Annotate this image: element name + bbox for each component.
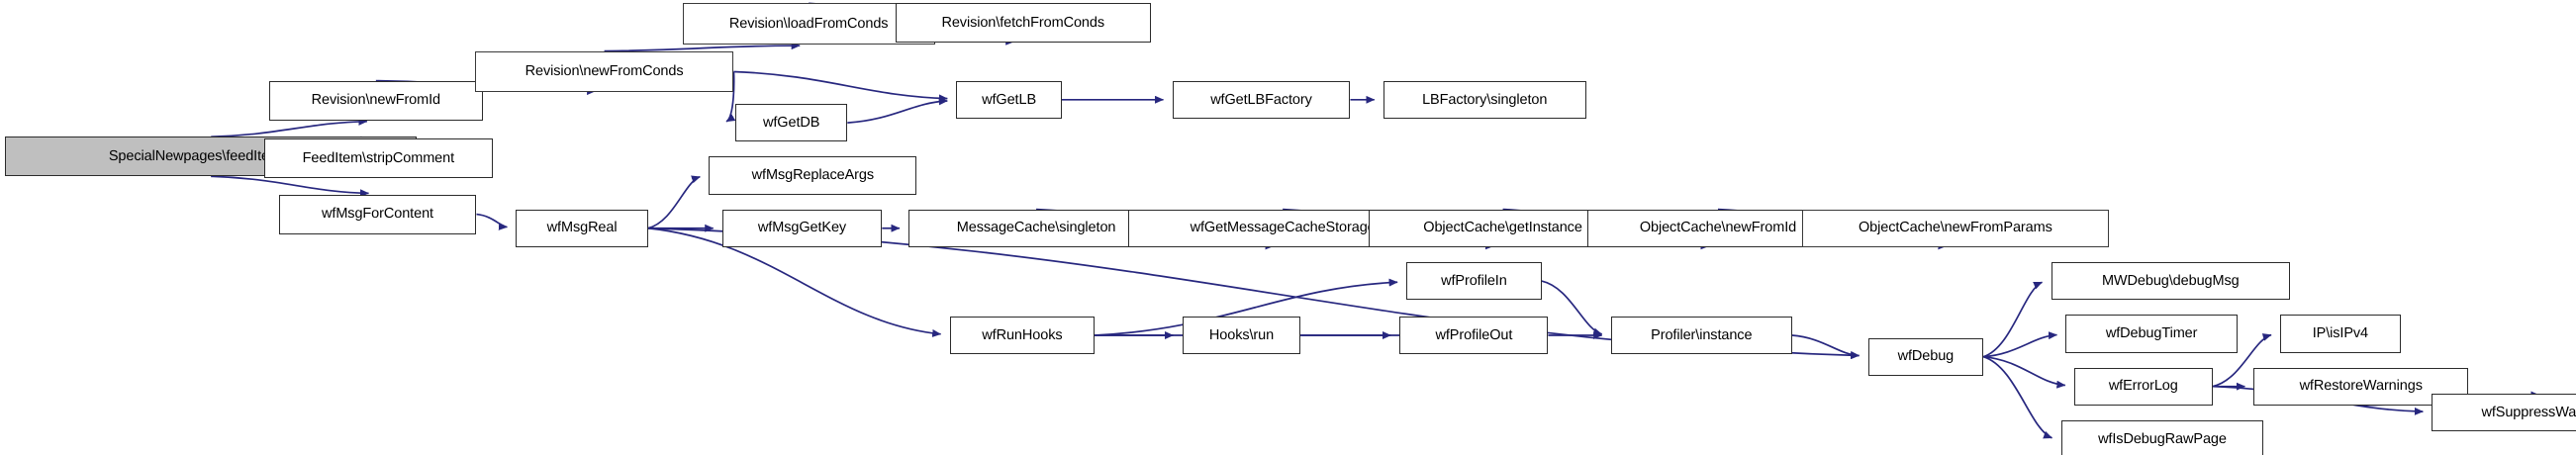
graph-node-label: wfIsDebugRawPage xyxy=(2098,430,2227,447)
graph-node-label: wfRestoreWarnings xyxy=(2299,378,2423,395)
graph-node-mwdebug-debugmsg[interactable]: MWDebug\debugMsg xyxy=(2051,261,2291,301)
graph-node-messagecache-singleton[interactable]: MessageCache\singleton xyxy=(907,209,1165,247)
graph-node-label: Revision\loadFromConds xyxy=(728,15,889,32)
graph-node-label: Profiler\instance xyxy=(1651,326,1753,343)
graph-edge xyxy=(847,97,948,124)
graph-edge xyxy=(733,70,948,103)
graph-node-wfdebug[interactable]: wfDebug xyxy=(1867,337,1984,376)
graph-node-label: LBFactory\singleton xyxy=(1422,91,1548,108)
graph-node-label: wfProfileIn xyxy=(1441,272,1507,289)
graph-node-label: ObjectCache\getInstance xyxy=(1423,220,1582,236)
graph-node-label: Revision\newFromConds xyxy=(525,63,684,80)
graph-edge xyxy=(1982,355,2052,439)
graph-node-lbfactory-singleton[interactable]: LBFactory\singleton xyxy=(1383,80,1586,119)
graph-node-wfmsggetkey[interactable]: wfMsgGetKey xyxy=(721,209,883,247)
graph-node-profiler-instance[interactable]: Profiler\instance xyxy=(1610,316,1792,355)
graph-edge xyxy=(211,175,370,198)
graph-node-wfmsgreal[interactable]: wfMsgReal xyxy=(516,209,648,247)
graph-edge xyxy=(211,117,368,138)
graph-node-label: MessageCache\singleton xyxy=(956,220,1116,236)
graph-node-wfprofileout[interactable]: wfProfileOut xyxy=(1399,316,1549,355)
graph-node-revision-fetchfromconds[interactable]: Revision\fetchFromConds xyxy=(895,3,1151,44)
graph-node-label: Revision\newFromId xyxy=(311,92,441,109)
graph-node-wfmsgforcontent[interactable]: wfMsgForContent xyxy=(278,194,477,234)
graph-edge xyxy=(1541,280,1603,336)
graph-node-wfmsgreplaceargs[interactable]: wfMsgReplaceArgs xyxy=(709,156,917,195)
graph-node-wfsuppresswarnings[interactable]: wfSuppressWarnings xyxy=(2432,394,2576,432)
graph-node-wferrorlog[interactable]: wfErrorLog xyxy=(2073,367,2213,406)
graph-node-wfgetlb[interactable]: wfGetLB xyxy=(956,80,1062,119)
graph-node-revision-newfromid[interactable]: Revision\newFromId xyxy=(268,80,484,121)
graph-node-label: IP\isIPv4 xyxy=(2312,325,2369,342)
graph-edge xyxy=(1791,334,1860,359)
graph-node-label: Hooks\run xyxy=(1208,326,1275,343)
graph-node-label: wfMsgForContent xyxy=(322,206,433,223)
graph-edge xyxy=(476,213,508,230)
graph-edge xyxy=(1983,331,2057,358)
graph-node-label: wfGetLBFactory xyxy=(1210,91,1312,108)
graph-node-label: wfGetLB xyxy=(982,91,1037,108)
graph-node-wfprofilein[interactable]: wfProfileIn xyxy=(1406,261,1542,301)
graph-node-label: wfSuppressWarnings xyxy=(2481,405,2576,421)
graph-node-wfdebugtimer[interactable]: wfDebugTimer xyxy=(2065,315,2238,353)
graph-node-label: Revision\fetchFromConds xyxy=(941,15,1104,32)
graph-node-label: wfErrorLog xyxy=(2108,378,2178,395)
graph-node-label: ObjectCache\newFromParams xyxy=(1859,220,2052,236)
graph-node-label: FeedItem\stripComment xyxy=(302,149,455,166)
graph-node-label: wfGetDB xyxy=(763,114,820,131)
graph-node-wfgetlbfactory[interactable]: wfGetLBFactory xyxy=(1172,80,1351,119)
graph-node-wfrunhooks[interactable]: wfRunHooks xyxy=(949,316,1096,355)
graph-node-label: wfDebugTimer xyxy=(2105,325,2198,342)
graph-edge xyxy=(1982,281,2043,358)
graph-node-label: wfRunHooks xyxy=(982,326,1063,343)
graph-edge xyxy=(1983,355,2066,389)
graph-node-objectcache-newfromparams[interactable]: ObjectCache\newFromParams xyxy=(1801,209,2109,247)
graph-node-label: wfProfileOut xyxy=(1435,326,1513,343)
graph-node-label: wfDebug xyxy=(1897,348,1955,365)
graph-edge xyxy=(647,175,701,229)
graph-node-label: wfGetMessageCacheStorage xyxy=(1190,220,1376,236)
graph-node-wfgetdb[interactable]: wfGetDB xyxy=(735,103,848,142)
graph-node-ip-isipv4[interactable]: IP\isIPv4 xyxy=(2280,315,2401,353)
graph-node-revision-newfromconds[interactable]: Revision\newFromConds xyxy=(474,50,734,93)
graph-node-label: wfMsgReal xyxy=(546,220,618,236)
graph-node-feeditem-stripcomment[interactable]: FeedItem\stripComment xyxy=(263,137,494,178)
graph-node-label: ObjectCache\newFromId xyxy=(1639,220,1797,236)
graph-node-label: wfMsgGetKey xyxy=(757,220,847,236)
graph-node-wfisdebugrawpage[interactable]: wfIsDebugRawPage xyxy=(2060,419,2264,455)
graph-node-label: MWDebug\debugMsg xyxy=(2101,272,2240,289)
graph-node-hooks-run[interactable]: Hooks\run xyxy=(1182,316,1301,355)
graph-node-label: wfMsgReplaceArgs xyxy=(751,167,874,184)
